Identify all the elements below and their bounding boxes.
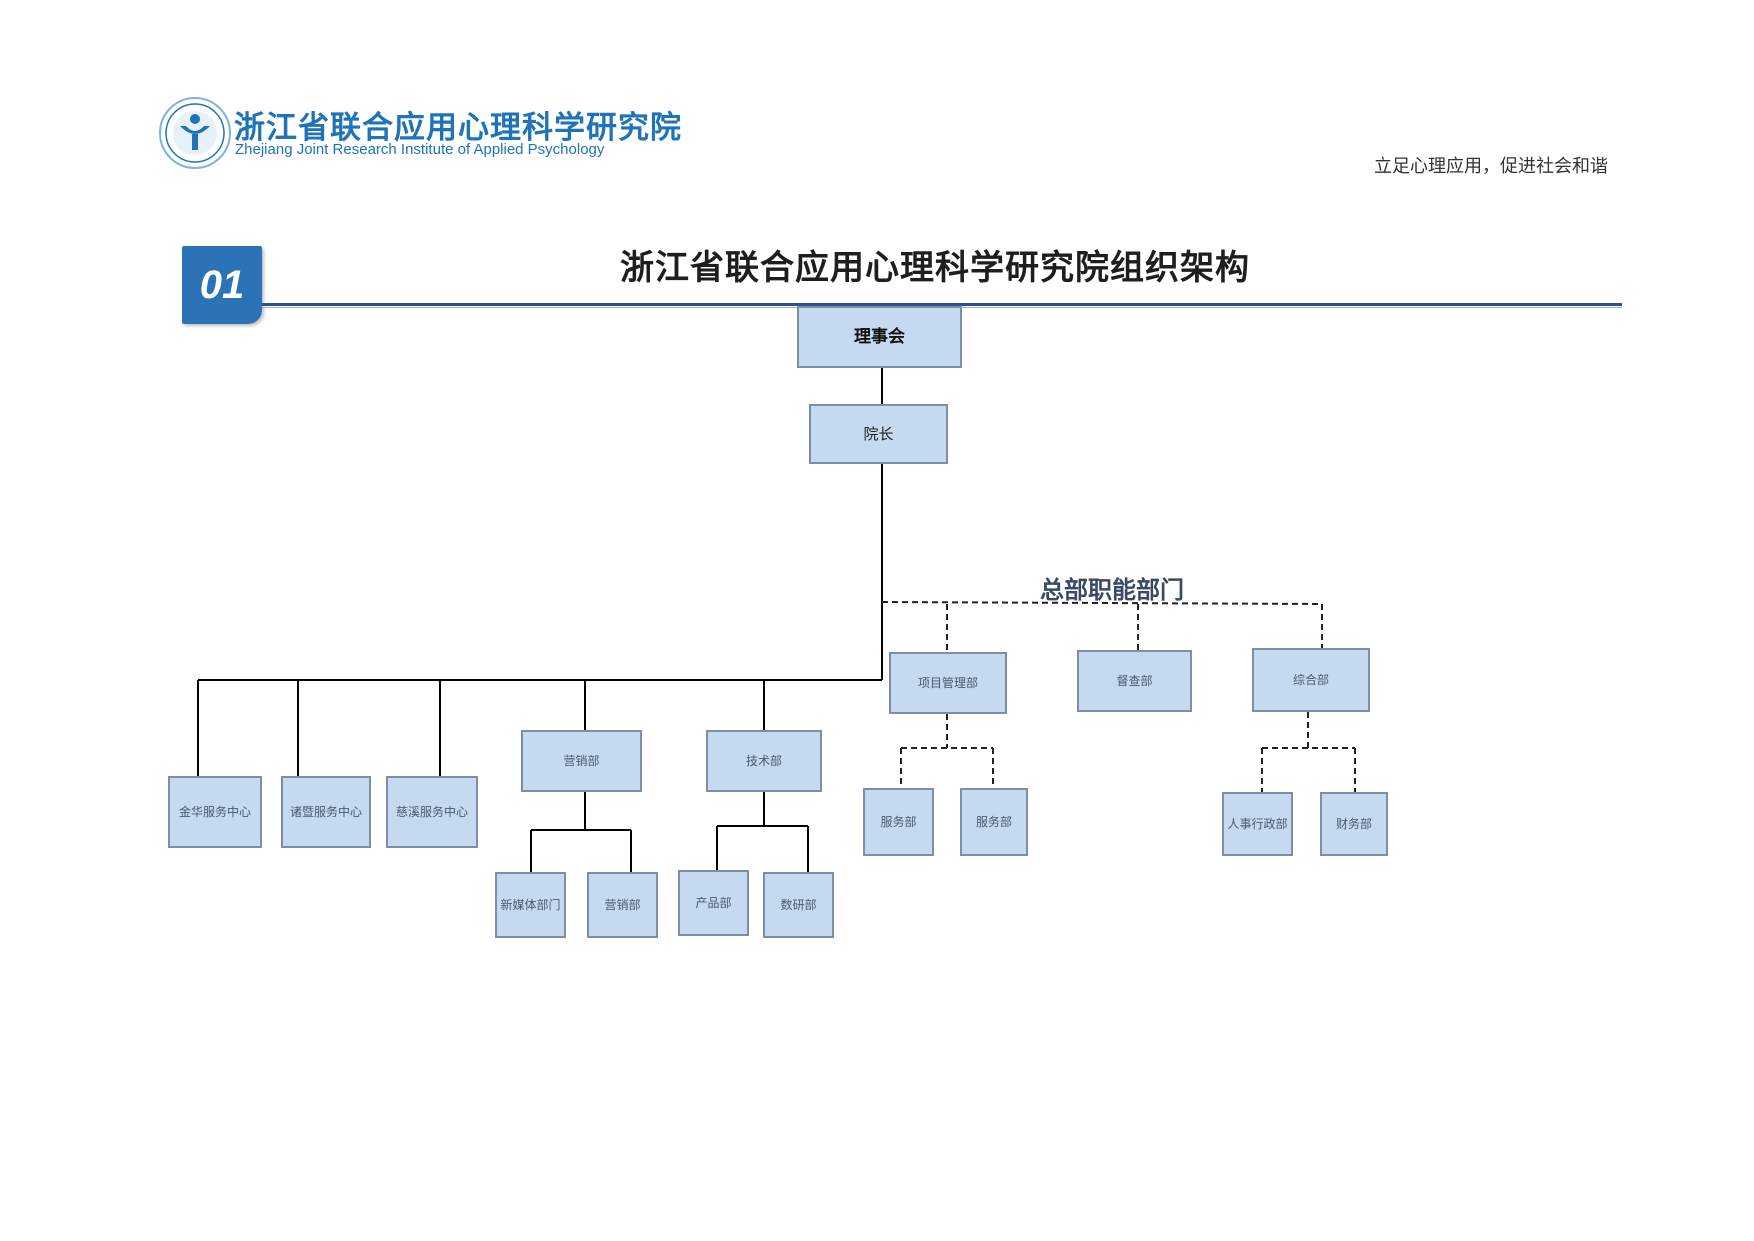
node-service-1: 服务部 <box>863 788 934 856</box>
hq-functions-label: 总部职能部门 <box>1040 576 1184 604</box>
node-service-2: 服务部 <box>960 788 1028 856</box>
node-finance: 财务部 <box>1320 792 1388 856</box>
node-center-cixi: 慈溪服务中心 <box>386 776 478 848</box>
node-general-affairs: 综合部 <box>1252 648 1370 712</box>
section-title: 浙江省联合应用心理科学研究院组织架构 <box>620 248 1250 288</box>
node-center-zhuji: 诸暨服务中心 <box>281 776 371 848</box>
institute-logo-icon <box>159 97 231 169</box>
org-name-en: Zhejiang Joint Research Institute of App… <box>235 141 605 158</box>
org-name-cn: 浙江省联合应用心理科学研究院 <box>234 110 682 146</box>
node-marketing-sub: 营销部 <box>587 872 658 938</box>
node-center-jinhua: 金华服务中心 <box>168 776 262 848</box>
node-project-management: 项目管理部 <box>889 652 1007 714</box>
section-number-badge: 01 <box>182 246 262 324</box>
node-product: 产品部 <box>678 870 749 936</box>
node-tech: 技术部 <box>706 730 822 792</box>
node-quality-inspection: 督查部 <box>1077 650 1192 712</box>
node-marketing: 营销部 <box>521 730 642 792</box>
node-president: 院长 <box>809 404 948 464</box>
node-hr-admin: 人事行政部 <box>1222 792 1293 856</box>
title-rule <box>262 303 1622 306</box>
slogan: 立足心理应用，促进社会和谐 <box>1374 156 1608 177</box>
node-data-research: 数研部 <box>763 872 834 938</box>
node-new-media: 新媒体部门 <box>495 872 566 938</box>
node-board: 理事会 <box>797 306 962 368</box>
